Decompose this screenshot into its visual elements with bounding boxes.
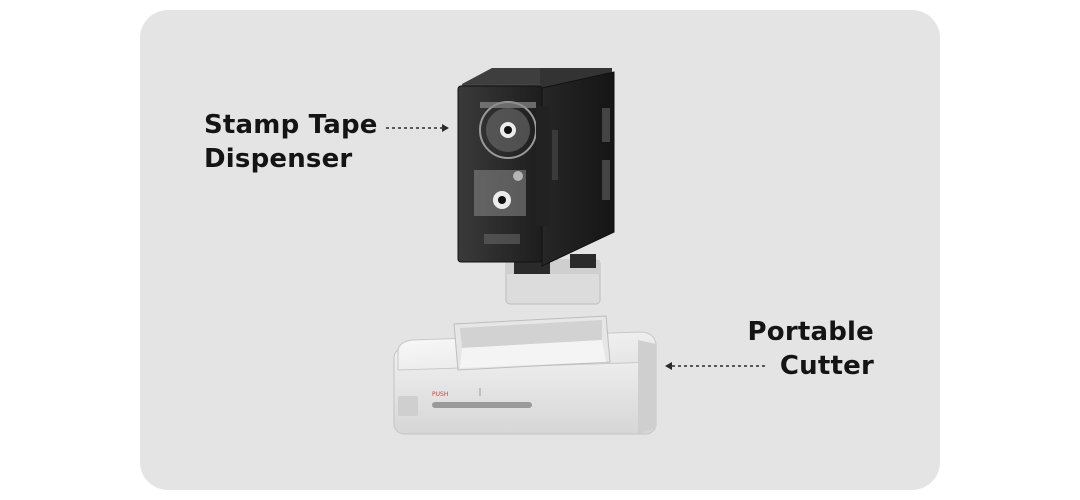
- product-illustration: PUSH: [140, 10, 940, 490]
- arrow-right-icon: [386, 124, 449, 132]
- product-card: Stamp Tape Dispenser Portable Cutter: [140, 10, 940, 490]
- stamp-tape-dispenser-image: [458, 68, 614, 304]
- portable-cutter-image: PUSH: [394, 316, 656, 434]
- arrow-left-icon: [665, 362, 768, 370]
- cutter-push-marking: PUSH: [432, 391, 448, 398]
